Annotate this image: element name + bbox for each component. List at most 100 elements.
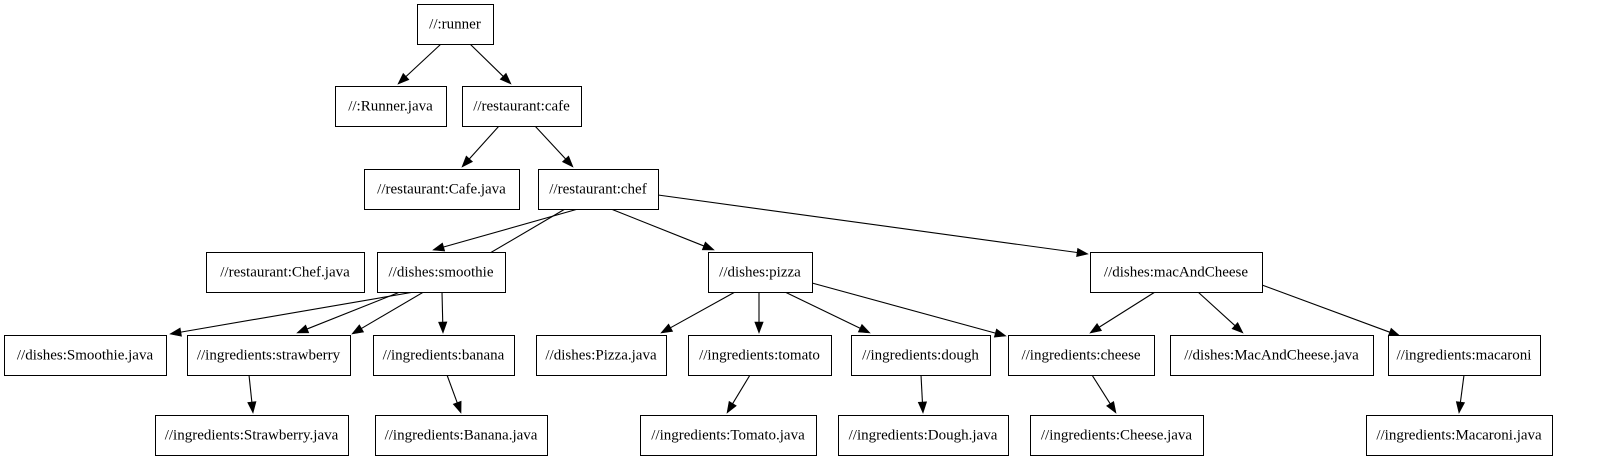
node-box <box>538 169 659 210</box>
graph-edge <box>1455 374 1466 414</box>
graph-node-macandcheese_java[interactable]: //dishes:MacAndCheese.java <box>1170 335 1374 376</box>
edge-arrowhead <box>452 400 462 414</box>
edge-line <box>610 208 704 247</box>
graph-node-dough[interactable]: //ingredients:dough <box>851 335 991 376</box>
node-box <box>155 415 349 456</box>
graph-node-chef[interactable]: //restaurant:chef <box>538 169 659 210</box>
edge-arrowhead <box>247 401 257 414</box>
node-box <box>640 415 817 456</box>
graph-node-cheese[interactable]: //ingredients:cheese <box>1008 335 1155 376</box>
edge-arrowhead <box>917 401 928 414</box>
edge-line <box>784 291 861 329</box>
edge-line <box>405 43 442 77</box>
node-label: //ingredients:tomato <box>699 347 820 363</box>
edge-line <box>446 374 458 403</box>
edge-arrowhead <box>857 323 871 334</box>
node-label: //dishes:Pizza.java <box>545 347 657 363</box>
node-box <box>1090 252 1263 293</box>
node-box <box>838 415 1009 456</box>
graph-node-smoothie[interactable]: //dishes:smoothie <box>377 252 506 293</box>
graph-node-strawberry[interactable]: //ingredients:strawberry <box>187 335 351 376</box>
edge-line <box>468 125 500 160</box>
edge-arrowhead <box>169 327 182 337</box>
node-label: //restaurant:Chef.java <box>220 264 350 280</box>
graph-edge <box>461 125 500 168</box>
node-label: //dishes:MacAndCheese.java <box>1184 347 1359 363</box>
edge-line <box>920 374 923 403</box>
edge-line <box>1099 291 1156 328</box>
node-box <box>373 335 515 376</box>
edge-line <box>469 43 504 77</box>
graph-edge <box>1197 291 1244 334</box>
edge-line <box>307 291 401 330</box>
edge-arrowhead <box>1387 327 1401 337</box>
graph-node-pizza[interactable]: //dishes:pizza <box>708 252 813 293</box>
node-box <box>364 169 520 210</box>
node-box <box>462 86 582 127</box>
graph-node-macaroni_java[interactable]: //ingredients:Macaroni.java <box>1366 415 1553 456</box>
graph-node-dough_java[interactable]: //ingredients:Dough.java <box>838 415 1009 456</box>
graph-edge <box>811 282 1007 338</box>
edge-line <box>1197 291 1236 326</box>
graph-node-macaroni[interactable]: //ingredients:macaroni <box>1388 335 1541 376</box>
graph-edge <box>247 374 257 414</box>
graph-node-cheese_java[interactable]: //ingredients:Cheese.java <box>1030 415 1204 456</box>
graph-node-cafe[interactable]: //restaurant:cafe <box>462 86 582 127</box>
edge-line <box>180 291 415 333</box>
edge-arrowhead <box>499 72 512 85</box>
graph-node-chef_java[interactable]: //restaurant:Chef.java <box>206 252 365 293</box>
edge-arrowhead <box>461 155 474 168</box>
node-box <box>688 335 832 376</box>
graph-node-macandcheese[interactable]: //dishes:macAndCheese <box>1090 252 1263 293</box>
edge-line <box>534 125 566 160</box>
edge-line <box>670 291 736 329</box>
edge-line <box>1459 374 1465 403</box>
node-label: //ingredients:Strawberry.java <box>165 427 339 443</box>
node-label: //:Runner.java <box>348 98 433 114</box>
edge-line <box>732 374 751 404</box>
graph-node-pizza_java[interactable]: //dishes:Pizza.java <box>536 335 667 376</box>
graph-edge <box>432 208 579 252</box>
graph-node-tomato[interactable]: //ingredients:tomato <box>688 335 832 376</box>
node-box <box>335 86 447 127</box>
node-box <box>375 415 548 456</box>
graph-edge <box>660 291 736 334</box>
graph-edge <box>610 208 715 251</box>
edge-arrowhead <box>1455 401 1466 414</box>
graph-edge <box>1089 291 1156 334</box>
node-box <box>377 252 506 293</box>
graph-edge <box>726 374 751 414</box>
node-label: //ingredients:banana <box>383 347 505 363</box>
node-label: //ingredients:dough <box>862 347 979 363</box>
node-label: //dishes:smoothie <box>389 264 494 280</box>
graph-node-runner_java[interactable]: //:Runner.java <box>335 86 447 127</box>
node-box <box>206 252 365 293</box>
graph-node-banana_java[interactable]: //ingredients:Banana.java <box>375 415 548 456</box>
graph-edge <box>1091 374 1117 414</box>
edge-line <box>657 194 1078 254</box>
edge-arrowhead <box>1076 247 1089 258</box>
node-box <box>1388 335 1541 376</box>
graph-node-strawberry_java[interactable]: //ingredients:Strawberry.java <box>155 415 349 456</box>
graph-node-cafe_java[interactable]: //restaurant:Cafe.java <box>364 169 520 210</box>
graph-node-smoothie_java[interactable]: //dishes:Smoothie.java <box>4 335 167 376</box>
node-label: //ingredients:macaroni <box>1397 347 1532 363</box>
graph-node-tomato_java[interactable]: //ingredients:Tomato.java <box>640 415 817 456</box>
graph-edge <box>169 291 415 337</box>
node-label: //ingredients:Dough.java <box>849 427 998 443</box>
graph-edge <box>1261 284 1401 337</box>
node-box <box>851 335 991 376</box>
node-box <box>187 335 351 376</box>
graph-node-banana[interactable]: //ingredients:banana <box>373 335 515 376</box>
node-box <box>1008 335 1155 376</box>
node-label: //restaurant:chef <box>549 181 646 197</box>
node-box <box>4 335 167 376</box>
edge-line <box>248 374 253 403</box>
node-label: //:runner <box>429 16 481 32</box>
graph-edge <box>438 291 448 334</box>
graph-edge <box>446 374 462 414</box>
edge-arrowhead <box>432 242 446 252</box>
edge-arrowhead <box>296 324 310 334</box>
graph-node-runner[interactable]: //:runner <box>417 4 494 45</box>
edge-line <box>443 208 579 248</box>
